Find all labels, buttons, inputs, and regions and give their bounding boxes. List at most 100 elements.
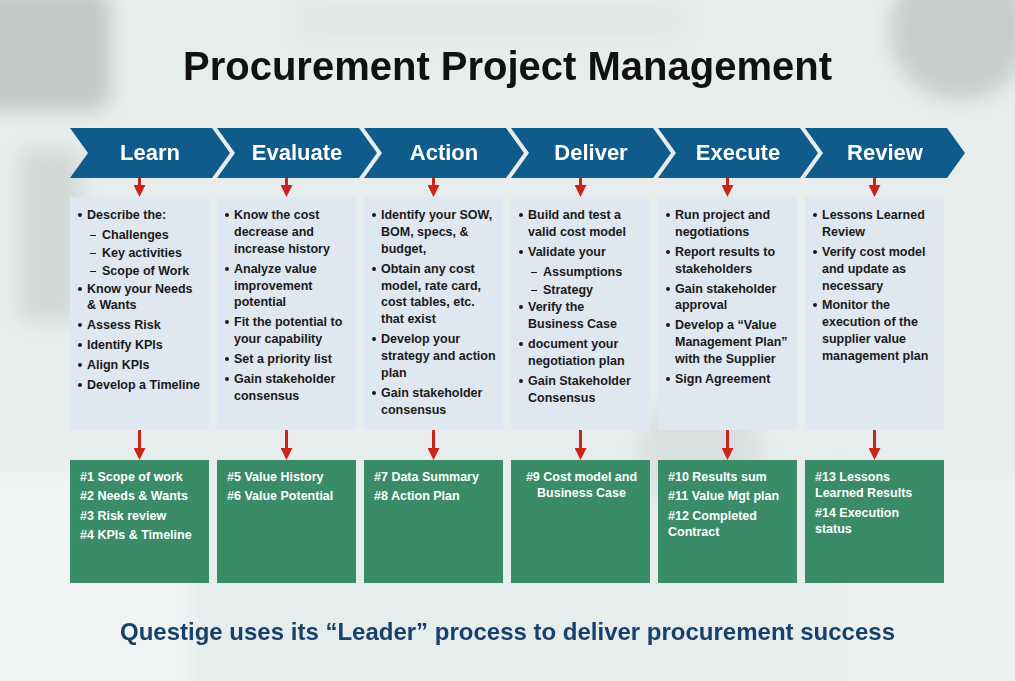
deliverable-text: #6 Value Potential — [227, 488, 348, 504]
deliverable-box: #13 Lessons Learned Results#14 Execution… — [805, 460, 944, 583]
flow-arrow — [579, 430, 582, 454]
activity-text: Monitor the execution of the supplier va… — [822, 297, 937, 365]
deliverable-text: #4 KPIs & Timeline — [80, 527, 201, 543]
activity-text: Develop a “Value Management Plan” with t… — [675, 317, 790, 368]
bullet-dot — [666, 250, 670, 254]
flow-arrow — [873, 178, 876, 191]
activity-text: Know the cost decrease and increase hist… — [234, 207, 349, 258]
activity-text: Gain stakeholder approval — [675, 281, 790, 315]
bullet-dot — [225, 267, 229, 271]
list-item: Assumptions — [519, 264, 643, 281]
activity-text: Gain stakeholder consensus — [381, 385, 496, 419]
bullet-dot — [372, 337, 376, 341]
deliverable-text: #10 Results sum — [668, 469, 789, 485]
bullet-dot — [666, 287, 670, 291]
activity-text: Challenges — [102, 227, 169, 244]
deliverable-text: #2 Needs & Wants — [80, 488, 201, 504]
deliverable-text: #13 Lessons Learned Results — [815, 469, 936, 502]
flow-arrow — [873, 430, 876, 454]
sub-bullet-dash — [90, 271, 96, 273]
chevron-fill — [805, 128, 965, 178]
activity-text: Validate your — [528, 244, 606, 261]
activity-text: Develop your strategy and action plan — [381, 331, 496, 382]
list-item: Analyze value improvement potential — [225, 261, 349, 312]
list-item: Gain Stakeholder Consensus — [519, 373, 643, 407]
deliverable-box: #1 Scope of work#2 Needs & Wants#3 Risk … — [70, 460, 209, 583]
phase-chevron: Deliver — [511, 128, 671, 178]
activity-text: Verify cost model and update as necessar… — [822, 244, 937, 295]
bullet-dot — [225, 377, 229, 381]
deliverable-text: #11 Value Mgt plan — [668, 488, 789, 504]
activity-text: Assumptions — [543, 264, 622, 281]
activity-text: Strategy — [543, 282, 593, 299]
list-item: Know the cost decrease and increase hist… — [225, 207, 349, 258]
bullet-dot — [519, 305, 523, 309]
sub-bullet-dash — [90, 253, 96, 255]
list-item: Build and test a valid cost model — [519, 207, 643, 241]
list-item: Verify the Business Case — [519, 299, 643, 333]
chevron-fill — [511, 128, 671, 178]
deliverable-text: #14 Execution status — [815, 505, 936, 538]
bullet-dot — [813, 250, 817, 254]
phase-chevron: Learn — [70, 128, 230, 178]
flow-arrow — [138, 430, 141, 454]
activity-box: Describe the:ChallengesKey activitiesSco… — [70, 197, 209, 430]
bullet-dot — [813, 213, 817, 217]
activity-text: Analyze value improvement potential — [234, 261, 349, 312]
bullet-dot — [372, 213, 376, 217]
list-item: Develop a “Value Management Plan” with t… — [666, 317, 790, 368]
flow-arrow — [138, 178, 141, 191]
activity-text: Report results to stakeholders — [675, 244, 790, 278]
activity-box: Run project and negotiationsReport resul… — [658, 197, 797, 430]
activity-text: Obtain any cost model, rate card, cost t… — [381, 261, 496, 329]
activity-text: Fit the potential to your capability — [234, 314, 349, 348]
list-item: Develop a Timeline — [78, 377, 202, 394]
activity-text: Identify your SOW, BOM, specs, & budget, — [381, 207, 496, 258]
list-item: Identify KPIs — [78, 337, 202, 354]
blur-object — [0, 0, 110, 110]
activity-text: Know your Needs & Wants — [87, 281, 202, 315]
sub-bullet-dash — [90, 235, 96, 237]
phase-label: Deliver — [511, 128, 671, 178]
activity-text: Build and test a valid cost model — [528, 207, 643, 241]
deliverable-text: #12 Completed Contract — [668, 508, 789, 541]
deliverable-text: #9 Cost model and Business Case — [521, 469, 642, 502]
list-item: Run project and negotiations — [666, 207, 790, 241]
chevron-fill — [658, 128, 818, 178]
list-item: Gain stakeholder approval — [666, 281, 790, 315]
flow-arrow — [432, 430, 435, 454]
activity-text: Gain stakeholder consensus — [234, 371, 349, 405]
phase-chevron: Evaluate — [217, 128, 377, 178]
bullet-dot — [519, 379, 523, 383]
deliverable-text: #1 Scope of work — [80, 469, 201, 485]
list-item: document your negotiation plan — [519, 336, 643, 370]
flow-arrow — [579, 178, 582, 191]
phase-label: Execute — [658, 128, 818, 178]
activity-text: Sign Agreement — [675, 371, 770, 388]
deliverable-text: #8 Action Plan — [374, 488, 495, 504]
activity-text: Lessons Learned Review — [822, 207, 937, 241]
activity-text: document your negotiation plan — [528, 336, 643, 370]
list-item: Sign Agreement — [666, 371, 790, 388]
phase-label: Evaluate — [217, 128, 377, 178]
blur-object — [890, 0, 1015, 100]
phase-label: Action — [364, 128, 524, 178]
list-item: Verify cost model and update as necessar… — [813, 244, 937, 295]
chevron-fill — [70, 128, 230, 178]
activity-text: Develop a Timeline — [87, 377, 200, 394]
flow-arrow — [726, 430, 729, 454]
deliverable-box: #5 Value History#6 Value Potential — [217, 460, 356, 583]
activity-box: Build and test a valid cost modelValidat… — [511, 197, 650, 430]
activity-text: Set a priority list — [234, 351, 332, 368]
phase-label: Review — [805, 128, 965, 178]
bullet-dot — [225, 320, 229, 324]
bullet-dot — [78, 323, 82, 327]
bullet-dot — [78, 213, 82, 217]
activity-box: Identify your SOW, BOM, specs, & budget,… — [364, 197, 503, 430]
activity-text: Scope of Work — [102, 263, 189, 280]
diagram-caption: Questige uses its “Leader” process to de… — [0, 618, 1015, 646]
activity-text: Identify KPIs — [87, 337, 163, 354]
diagram-title: Procurement Project Management — [0, 44, 1015, 89]
